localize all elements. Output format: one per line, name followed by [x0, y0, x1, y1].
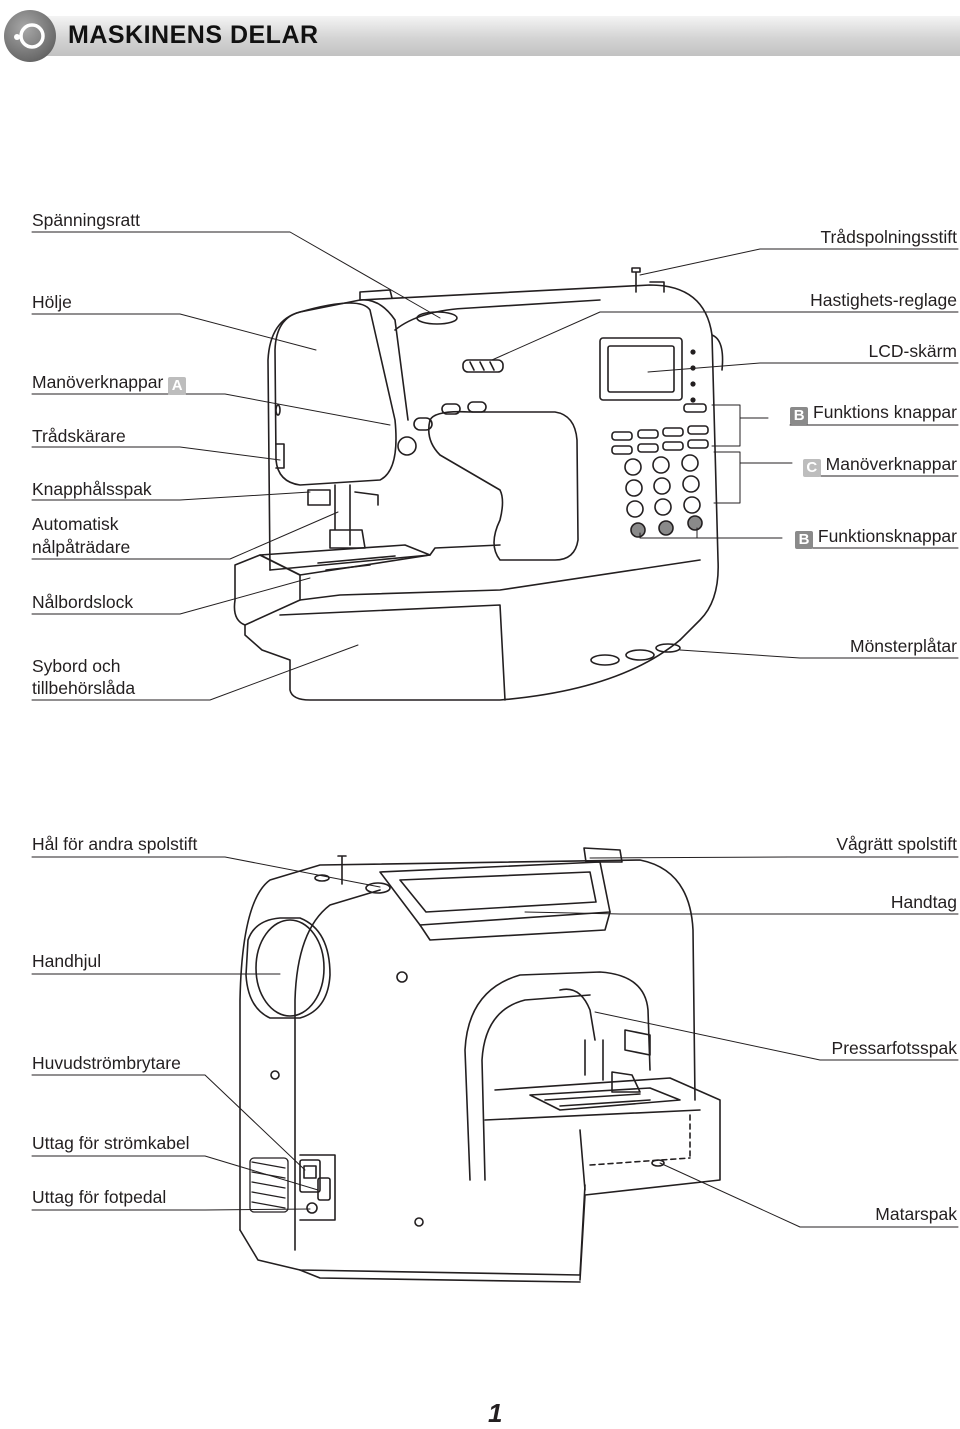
label-hal-for-andra-spolstift: Hål för andra spolstift: [32, 834, 198, 854]
label-funktionsknappar-text: Funktionsknappar: [817, 526, 957, 546]
page-number: 1: [488, 1398, 503, 1428]
label-nalbordslock: Nålbordslock: [32, 592, 134, 612]
label-uttag-stromkabel: Uttag för strömkabel: [32, 1133, 190, 1153]
label-automatisk-line2: nålpåträdare: [32, 537, 131, 557]
back-leader-lines: [31, 856, 959, 1228]
label-handhjul: Handhjul: [32, 951, 102, 971]
label-spanningsratt: Spänningsratt: [32, 210, 140, 230]
key-b-badge: B: [790, 407, 809, 425]
header-bar: [24, 16, 960, 56]
label-matarspak: Matarspak: [875, 1204, 957, 1224]
front-view-machine: [233, 267, 724, 701]
label-manoverknappar-c-text: Manöverknappar: [825, 454, 957, 474]
label-knapphalsspak: Knapphålsspak: [32, 479, 152, 499]
label-monsterplatar: Mönsterplåtar: [850, 636, 957, 656]
label-funktionsknappar: B Funktionsknappar: [795, 526, 957, 549]
label-holje: Hölje: [32, 292, 72, 312]
label-pressarfotsspak: Pressarfotsspak: [831, 1038, 957, 1058]
label-sybord-line1: Sybord och: [32, 656, 121, 676]
section-header: MASKINENS DELAR: [0, 10, 960, 62]
label-manoverknappar-a: Manöverknappar A: [32, 372, 187, 395]
header-badge-icon: [4, 10, 56, 62]
label-funktions-knappar-text: Funktions knappar: [813, 402, 957, 422]
label-hastighets-reglage: Hastighets-reglage: [810, 290, 957, 310]
label-vagratt-spolstift: Vågrätt spolstift: [836, 834, 957, 854]
key-a-badge: A: [168, 377, 187, 395]
label-manoverknappar-c: C Manöverknappar: [802, 454, 957, 477]
label-tradskarare: Trådskärare: [32, 426, 126, 446]
label-uttag-fotpedal: Uttag för fotpedal: [32, 1187, 167, 1207]
key-c-badge: C: [802, 459, 821, 477]
label-sybord-line2: tillbehörslåda: [32, 678, 136, 698]
back-view-machine: [239, 847, 721, 1283]
front-leader-lines: [31, 231, 959, 701]
label-huvudstrombrytare: Huvudströmbrytare: [32, 1053, 181, 1073]
label-manoverknappar-a-text: Manöverknappar: [32, 372, 164, 392]
label-automatisk-line1: Automatisk: [32, 514, 119, 534]
page-title: MASKINENS DELAR: [68, 21, 319, 49]
label-tradspolningsstift: Trådspolningsstift: [820, 227, 958, 247]
label-handtag: Handtag: [890, 892, 957, 912]
key-b-badge-2: B: [795, 531, 813, 549]
label-lcd-skarm: LCD-skärm: [868, 341, 957, 361]
label-funktions-knappar: B Funktions knappar: [790, 402, 957, 425]
